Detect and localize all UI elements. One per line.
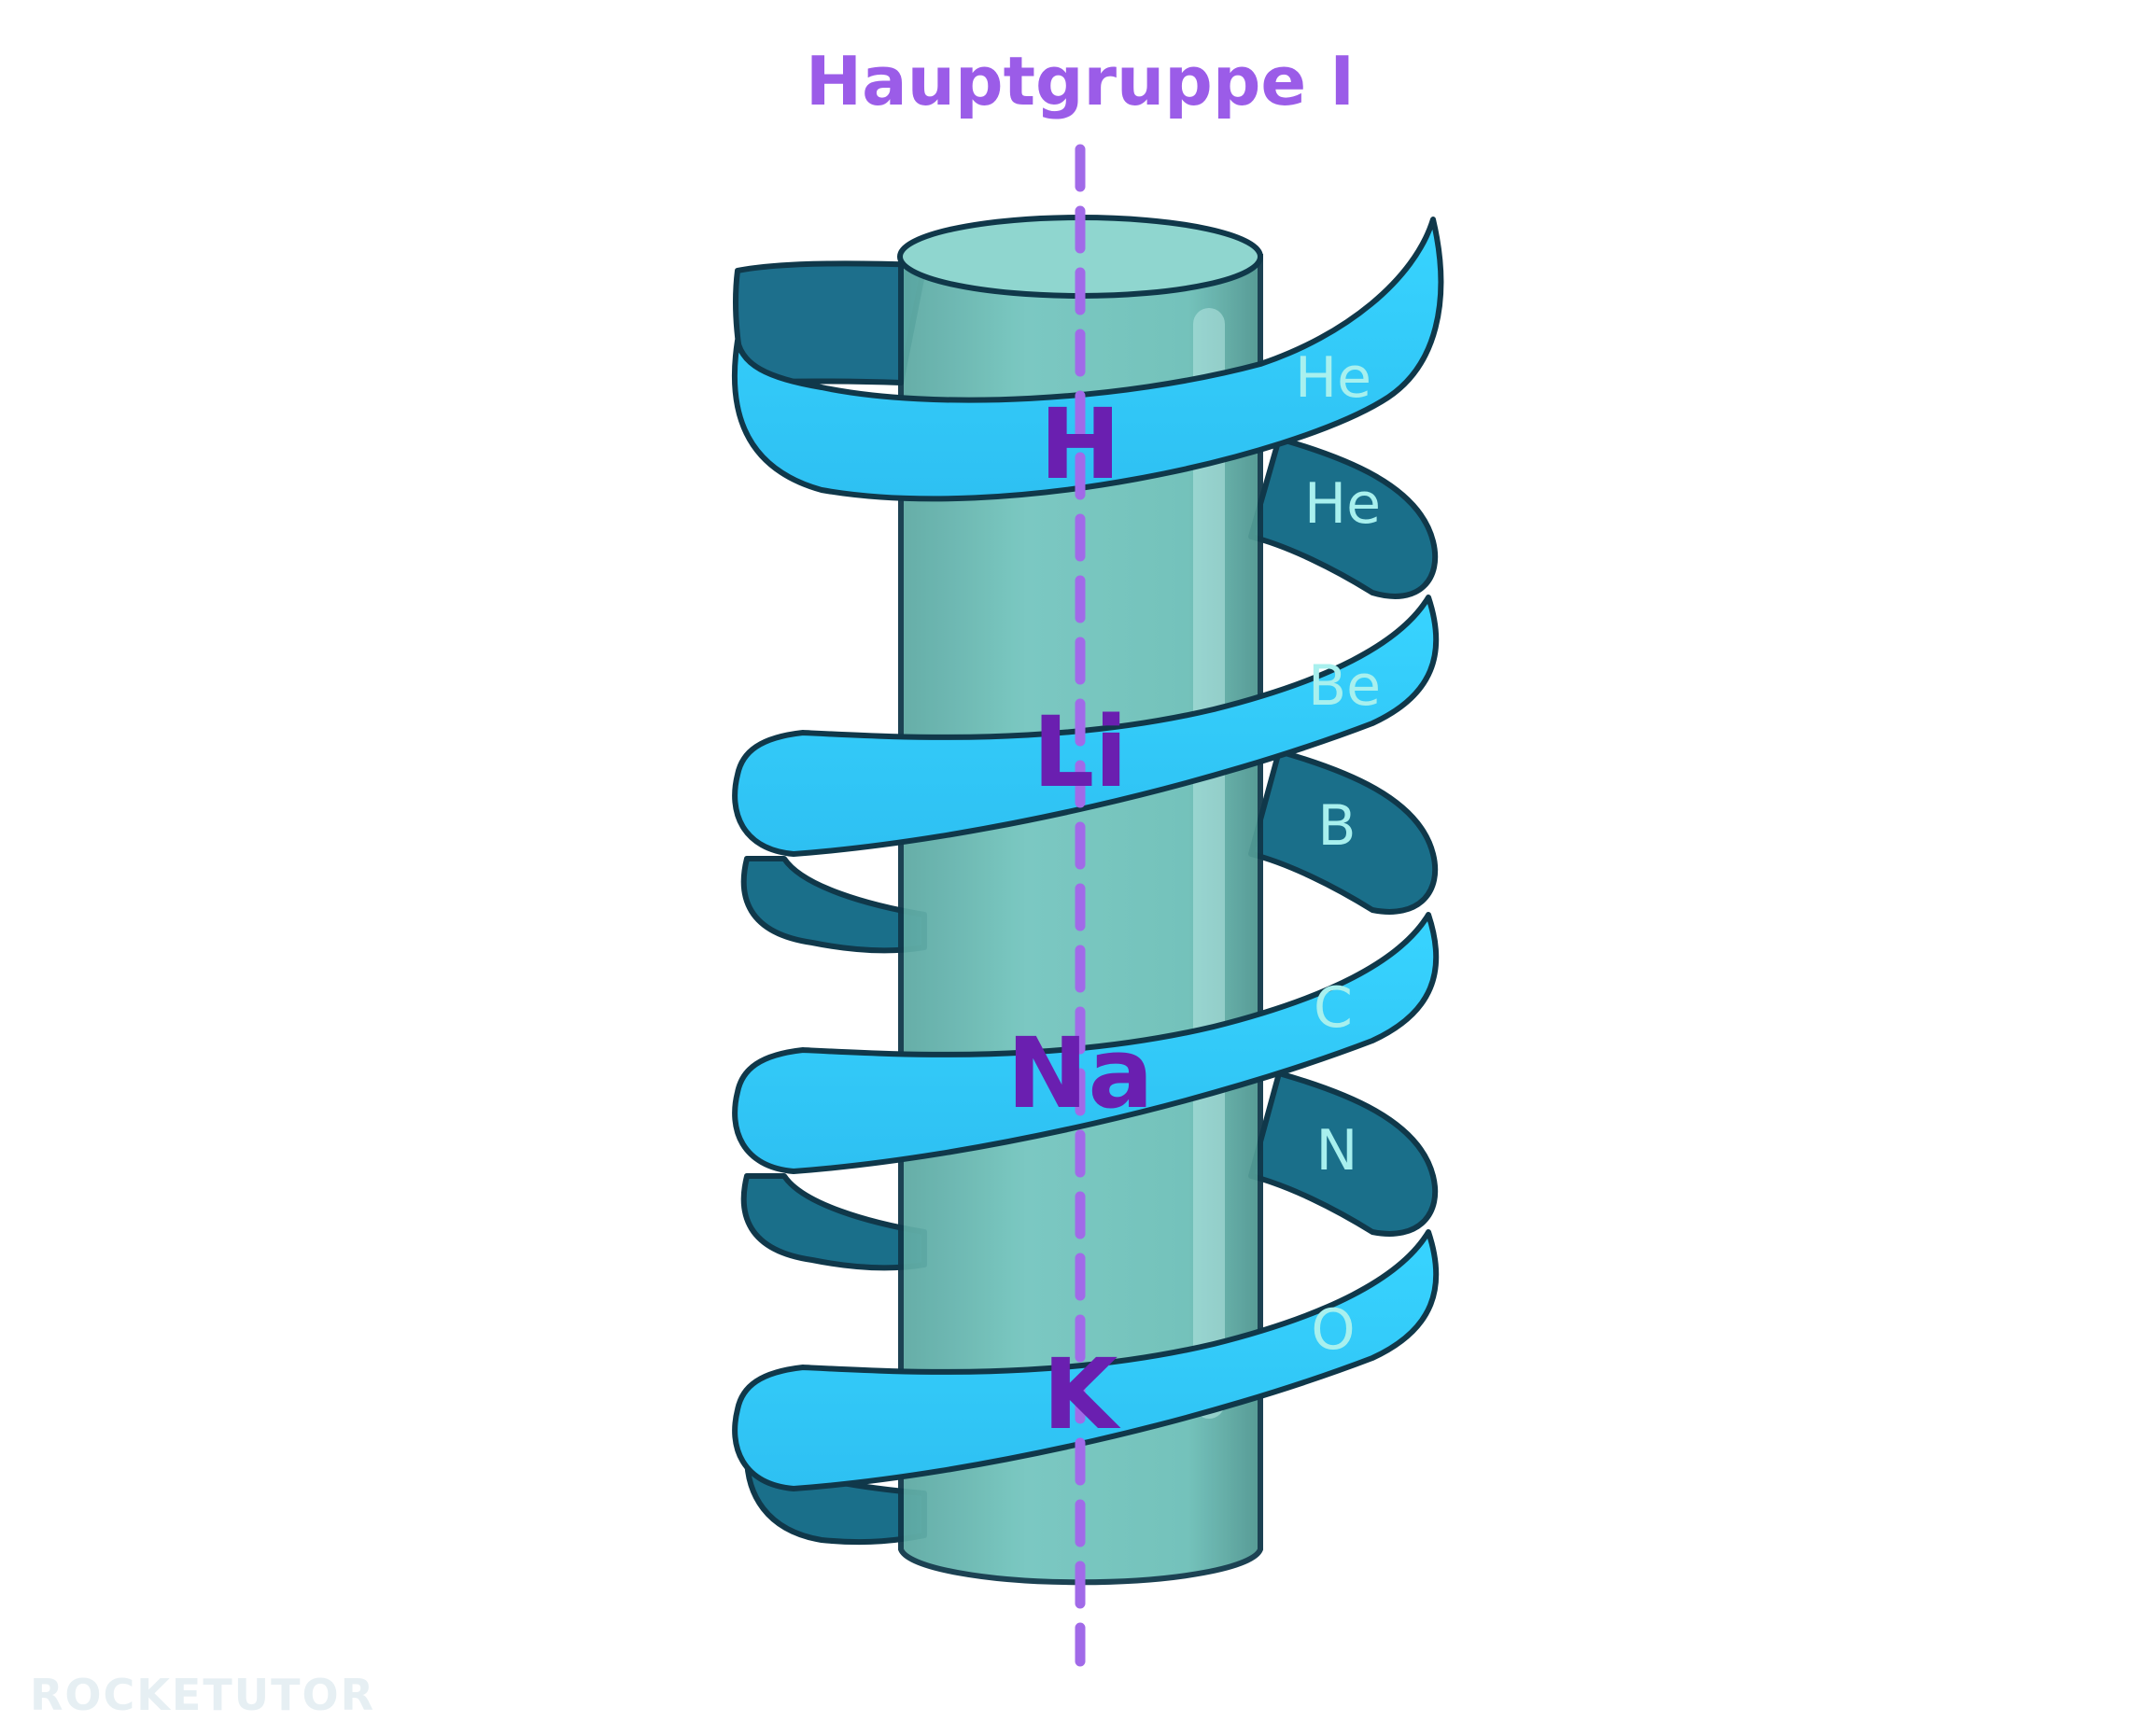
- ribbon-back-segment: [740, 1173, 927, 1271]
- element-label-side: He: [1304, 471, 1381, 537]
- element-label-main: H: [1039, 387, 1120, 501]
- ribbon-back-segment: [733, 260, 927, 385]
- element-label-side: He: [1295, 345, 1371, 411]
- ribbon-back-segment: [1248, 749, 1439, 915]
- element-label-main: Na: [1006, 1016, 1153, 1130]
- watermark-logo: ROCKETUTOR: [30, 1670, 375, 1720]
- element-label-main: Li: [1033, 695, 1128, 809]
- element-label-main: K: [1043, 1337, 1121, 1451]
- ribbon-back-segment: [1248, 436, 1439, 599]
- ribbon-front-segment-top: [731, 217, 1444, 502]
- element-label-side: B: [1317, 793, 1356, 859]
- element-label-side: N: [1316, 1118, 1358, 1183]
- element-label-side: Be: [1308, 653, 1381, 719]
- ribbon-front-segments: [731, 217, 1444, 1491]
- ribbon-front-segment-2: [732, 595, 1440, 857]
- cylinder-highlight: [1193, 308, 1225, 1419]
- diagram-title: Hauptgruppe I: [806, 42, 1355, 120]
- ribbon-back-segment: [1248, 1071, 1439, 1237]
- ribbon-front-segment-3: [732, 912, 1440, 1174]
- ribbon-front-segment-4: [732, 1229, 1440, 1491]
- element-label-side: O: [1311, 1297, 1355, 1363]
- ribbon-back-segment: [740, 856, 927, 954]
- element-label-side: C: [1314, 975, 1353, 1041]
